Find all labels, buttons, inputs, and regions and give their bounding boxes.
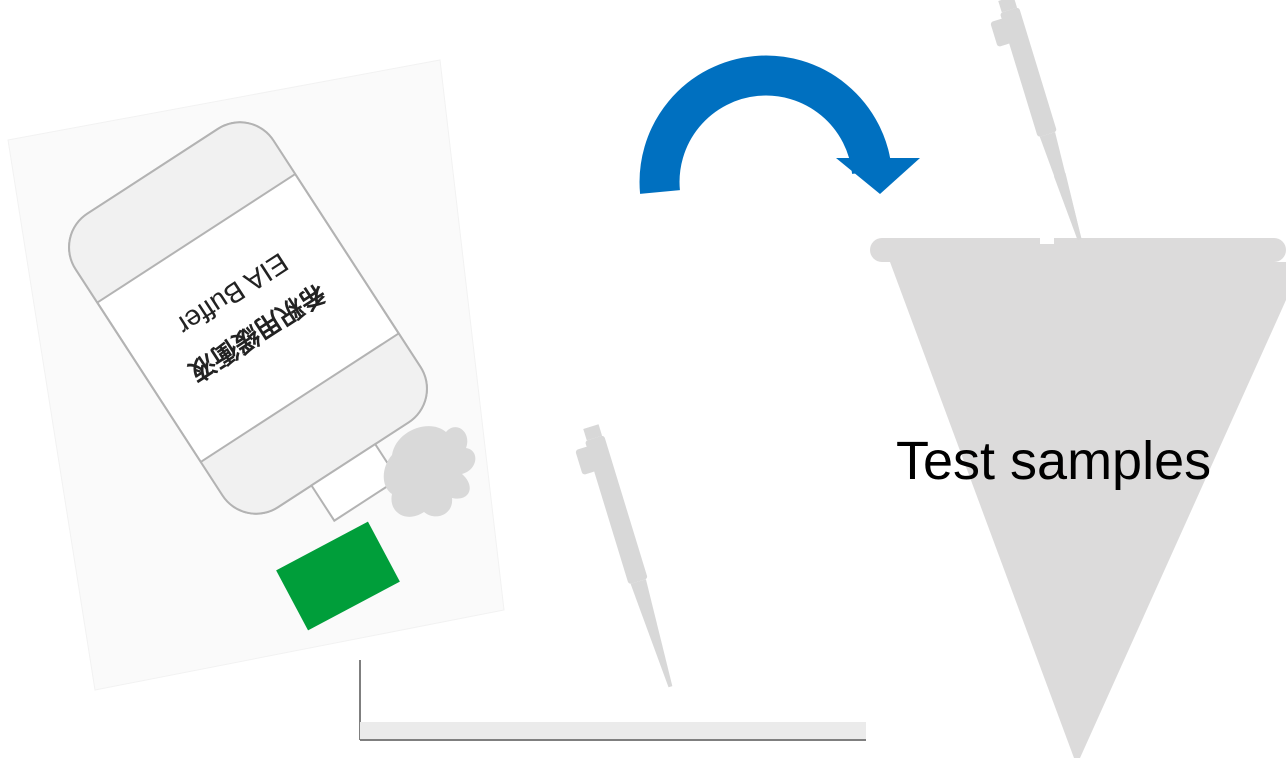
pipette-lower	[570, 424, 680, 693]
pipette-upper-tip	[1054, 173, 1085, 242]
transfer-arrow-icon	[660, 76, 920, 194]
test-samples-label: Test samples	[896, 430, 1211, 492]
base-line	[360, 660, 866, 740]
test-sample-tube	[870, 232, 1286, 758]
